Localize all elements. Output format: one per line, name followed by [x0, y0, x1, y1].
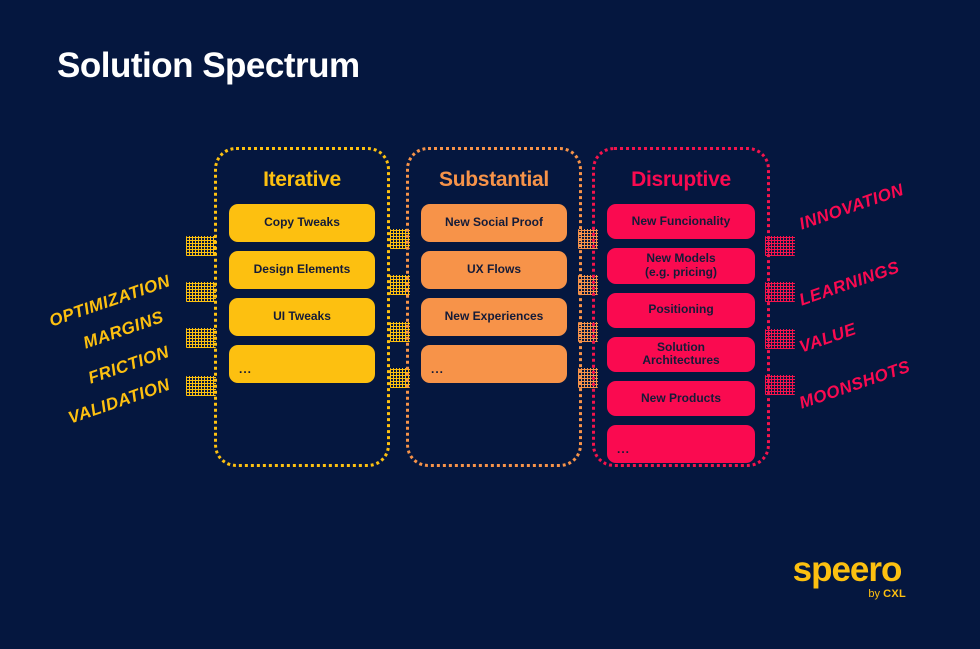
connector-block-mid1-2 [390, 275, 410, 295]
card-new-social-proof[interactable]: New Social Proof [421, 204, 567, 242]
page-title: Solution Spectrum [57, 46, 360, 85]
connector-block-right-3 [765, 329, 795, 349]
logo-byline: by CXL [782, 588, 912, 600]
logo-wordmark: speero [792, 550, 903, 589]
connector-block-mid1-4 [390, 368, 410, 388]
column-iterative: Iterative Copy Tweaks Design Elements UI… [214, 147, 390, 467]
card-stack-disruptive: New Funcionality New Models(e.g. pricing… [595, 204, 767, 464]
left-label-validation: VALIDATION [65, 374, 173, 428]
connector-block-left-1 [186, 236, 216, 256]
connector-block-left-4 [186, 376, 216, 396]
connector-block-right-1 [765, 236, 795, 256]
card-disruptive-more[interactable]: ... [607, 425, 755, 464]
connector-block-left-2 [186, 282, 216, 302]
right-label-learnings: LEARNINGS [796, 257, 902, 310]
card-ux-flows[interactable]: UX Flows [421, 251, 567, 289]
column-header-substantial: Substantial [439, 168, 549, 191]
connector-block-mid1-3 [390, 322, 410, 342]
card-substantial-more[interactable]: ... [421, 345, 567, 383]
column-disruptive: Disruptive New Funcionality New Models(e… [592, 147, 770, 467]
card-stack-substantial: New Social Proof UX Flows New Experience… [409, 204, 579, 383]
connector-block-mid1-1 [390, 229, 410, 249]
card-iterative-more[interactable]: ... [229, 345, 375, 383]
card-positioning[interactable]: Positioning [607, 292, 755, 328]
right-label-moonshots: MOONSHOTS [796, 356, 913, 413]
connector-block-right-2 [765, 282, 795, 302]
speero-logo: speero by CXL [782, 552, 912, 600]
card-design-elements[interactable]: Design Elements [229, 251, 375, 289]
card-new-experiences[interactable]: New Experiences [421, 298, 567, 336]
column-header-iterative: Iterative [263, 168, 341, 191]
logo-by-text: by [868, 588, 884, 600]
card-copy-tweaks[interactable]: Copy Tweaks [229, 204, 375, 242]
column-substantial: Substantial New Social Proof UX Flows Ne… [406, 147, 582, 467]
card-new-functionality[interactable]: New Funcionality [607, 204, 755, 239]
card-new-products[interactable]: New Products [607, 381, 755, 417]
right-label-innovation: INNOVATION [796, 179, 907, 234]
logo-brand-text: CXL [883, 588, 906, 600]
card-new-models[interactable]: New Models(e.g. pricing) [607, 248, 755, 284]
connector-block-right-4 [765, 375, 795, 395]
column-header-disruptive: Disruptive [631, 168, 731, 191]
connector-block-left-3 [186, 328, 216, 348]
right-label-value: VALUE [796, 319, 859, 357]
card-ui-tweaks[interactable]: UI Tweaks [229, 298, 375, 336]
card-stack-iterative: Copy Tweaks Design Elements UI Tweaks ..… [217, 204, 387, 383]
